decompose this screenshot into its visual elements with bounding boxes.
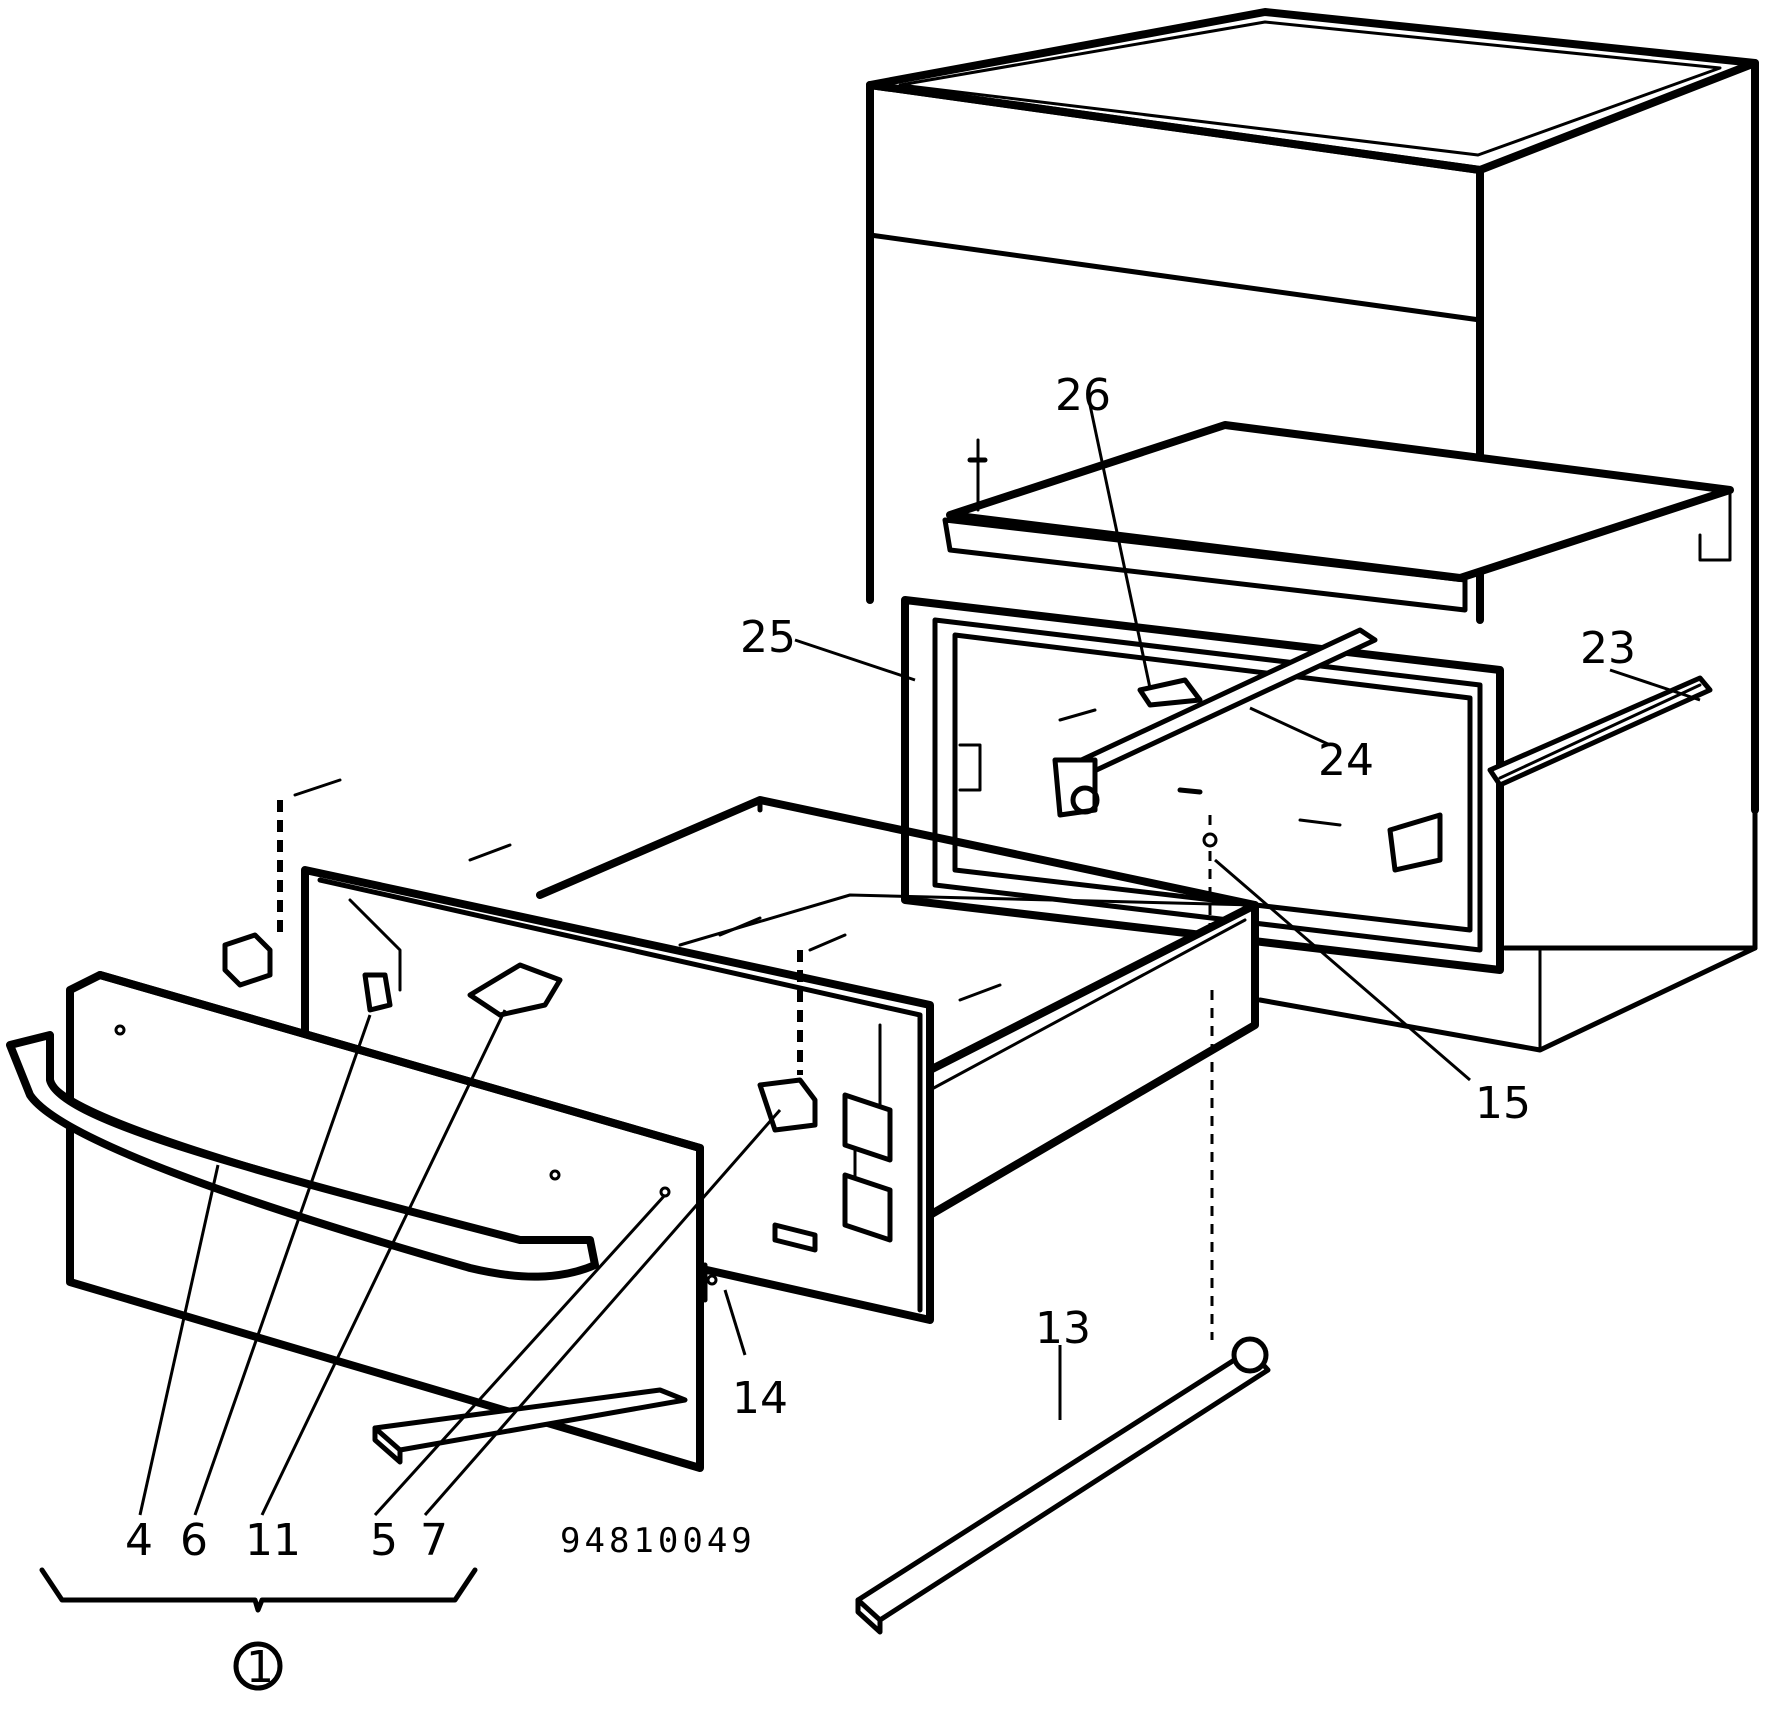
leader-lines [138, 404, 1701, 1517]
callout-6: 6 [180, 1515, 208, 1566]
bottom-rail-right [855, 990, 1271, 1635]
callout-23: 23 [1580, 623, 1636, 674]
callout-13: 13 [1035, 1303, 1091, 1354]
bottom-rail-left [372, 1387, 688, 1465]
callout-14: 14 [732, 1373, 788, 1424]
callout-26: 26 [1055, 370, 1111, 421]
drawer-handle [6, 1031, 599, 1281]
drawer-rail-inner [1052, 627, 1443, 873]
assembly-callout-number: 1 [246, 1642, 274, 1693]
left-rail-under-drawer [702, 1262, 718, 1303]
callout-4: 4 [125, 1515, 153, 1566]
callout-15: 15 [1475, 1078, 1531, 1129]
shelf-plate [942, 421, 1734, 613]
hinge-block-left [222, 778, 393, 1013]
assembly-callout-circle [233, 1641, 283, 1691]
front-frame [901, 596, 1504, 974]
drawer-rail-right [1487, 675, 1713, 788]
cabinet-housing [866, 8, 1759, 1053]
callout-24: 24 [1318, 735, 1374, 786]
callout-7: 7 [420, 1515, 448, 1566]
drawing-number: 94810049 [560, 1521, 756, 1561]
callout-labels: 26 25 23 24 15 13 14 4 6 11 5 7 94810049… [125, 370, 1636, 1693]
callout-25: 25 [740, 612, 796, 663]
callout-11: 11 [245, 1515, 301, 1566]
assembly-bracket [39, 1567, 478, 1691]
callout-5: 5 [370, 1515, 398, 1566]
